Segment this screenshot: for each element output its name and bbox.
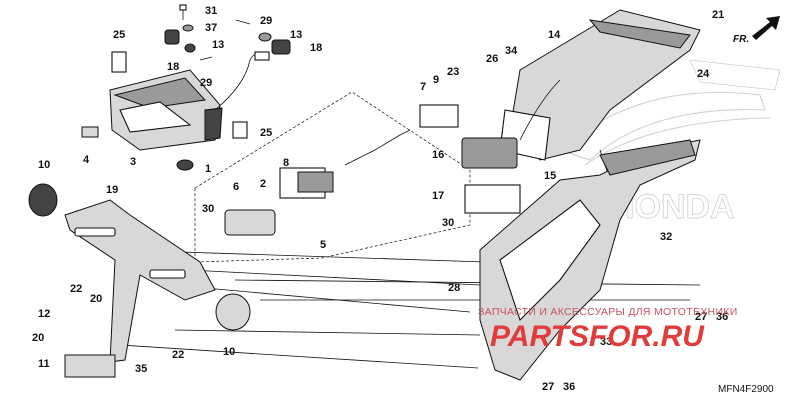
partsfor-logo: PARTSFOR.RU (490, 320, 705, 353)
callout-17: 17 (432, 190, 444, 202)
front-arrow-icon (752, 16, 780, 40)
callout-29-lower: 29 (200, 77, 212, 89)
callout-7: 7 (420, 81, 426, 93)
callout-34: 34 (505, 45, 518, 57)
license-bracket (64, 199, 216, 363)
part-10-reflector-left (28, 183, 58, 217)
part-25-clip-top (111, 51, 127, 73)
callout-20-lower: 20 (32, 332, 44, 344)
callout-3: 3 (130, 156, 136, 168)
part-16-light-unit (461, 137, 518, 169)
front-direction-label: FR. (733, 34, 749, 45)
callout-11: 11 (38, 358, 50, 370)
callout-8: 8 (283, 157, 289, 169)
watermark-caption: ЗАПЧАСТИ И АКСЕССУАРЫ ДЛЯ МОТОТЕХНИКИ (478, 306, 738, 318)
callout-30-right: 30 (442, 217, 454, 229)
callout-6: 6 (233, 181, 239, 193)
callout-36-bottom: 36 (563, 381, 575, 393)
callout-30-left: 30 (202, 203, 214, 215)
callout-13-upper: 13 (212, 39, 224, 51)
callout-1: 1 (205, 163, 211, 175)
callout-36-right: 36 (716, 311, 728, 323)
sub-assembly-dashed-box (194, 91, 471, 263)
callout-18-left: 18 (167, 61, 179, 73)
callout-33: 33 (600, 336, 612, 348)
callout-15: 15 (544, 170, 556, 182)
callout-4: 4 (83, 154, 90, 166)
callout-35: 35 (135, 363, 147, 375)
part-light-socket (297, 171, 334, 193)
upper-hardware (164, 4, 291, 61)
part-10-reflector-right (215, 293, 251, 331)
callout-21: 21 (712, 9, 724, 21)
callout-25-right: 25 (260, 127, 272, 139)
callout-22-left: 22 (70, 283, 82, 295)
part-17-bracket (464, 184, 521, 214)
callout-19: 19 (106, 184, 118, 196)
callout-10-right: 10 (223, 346, 235, 358)
callout-28: 28 (448, 282, 460, 294)
callout-23: 23 (447, 66, 459, 78)
callout-22-mid: 22 (172, 349, 184, 361)
callout-10-left: 10 (38, 159, 50, 171)
callout-2: 2 (260, 178, 266, 190)
front-direction-indicator: FR. (733, 16, 780, 45)
callout-25-top: 25 (113, 29, 125, 41)
callout-18-right: 18 (310, 42, 322, 54)
callout-5: 5 (320, 239, 326, 251)
rear-cowl (499, 9, 701, 161)
diagram-code: MFN4F2900 (718, 384, 774, 395)
part-25-clip-right (232, 121, 248, 139)
callout-20-upper: 20 (90, 293, 102, 305)
callout-9: 9 (433, 74, 439, 86)
part-4-pad (81, 126, 99, 138)
callout-27-bottom: 27 (542, 381, 554, 393)
part-6-license-lens (224, 209, 276, 236)
part-1-grommet (176, 159, 194, 171)
rear-fender (479, 139, 701, 381)
part-11-reflector (64, 354, 116, 378)
callout-12: 12 (38, 308, 50, 320)
callout-27-right: 27 (695, 311, 707, 323)
callout-14: 14 (548, 29, 561, 41)
part-wire-harness (344, 129, 411, 166)
callout-26: 26 (486, 53, 498, 65)
callout-32: 32 (660, 231, 672, 243)
callout-29-upper: 29 (260, 15, 272, 27)
callout-labels: 31 37 13 29 13 18 25 18 29 25 4 3 1 10 1… (32, 5, 728, 393)
callout-37: 37 (205, 22, 217, 34)
taillight-housing (109, 51, 270, 151)
callout-16: 16 (432, 149, 444, 161)
callout-13-right: 13 (290, 29, 302, 41)
callout-31: 31 (205, 5, 217, 17)
part-7-emblem (419, 104, 459, 128)
callout-24: 24 (697, 68, 710, 80)
